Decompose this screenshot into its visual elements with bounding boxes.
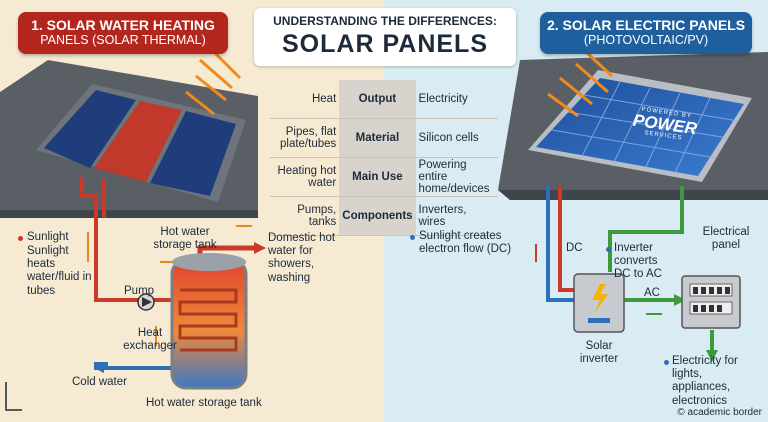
category-cell: Output	[339, 80, 416, 119]
thermal-cell: Heat	[270, 80, 340, 119]
thermal-cell: Heating hot water	[270, 157, 340, 197]
comparison-table: Heat Output Electricity Pipes, flat plat…	[270, 80, 498, 236]
center-title-box: UNDERSTANDING THE DIFFERENCES: SOLAR PAN…	[254, 8, 516, 66]
pv-cell: Silicon cells	[415, 118, 498, 158]
thermal-title-line1: 1. SOLAR WATER HEATING	[31, 17, 215, 33]
pv-title-badge: 2. SOLAR ELECTRIC PANELS (PHOTOVOLTAIC/P…	[540, 12, 752, 54]
pv-cell: Electricity	[415, 80, 498, 119]
solar-inverter	[573, 273, 625, 333]
domestic-water-label: Domestic hot water for showers, washing	[268, 232, 336, 284]
category-cell: Main Use	[339, 157, 416, 197]
center-subtitle: UNDERSTANDING THE DIFFERENCES:	[273, 14, 497, 28]
pv-sunlight-label: Sunlight creates electron flow (DC)	[419, 230, 512, 256]
water-tank	[170, 253, 248, 390]
tank-top-label: Hot water storage tank	[153, 226, 217, 252]
sunlight-bullet-icon	[18, 236, 23, 241]
pv-cell: Inverters, wires	[415, 196, 498, 236]
pv-cell: Powering entire home/devices	[415, 157, 498, 197]
electrical-panel	[681, 275, 741, 329]
thermal-sunlight-desc: Sunlight heats water/fluid in tubes	[27, 245, 92, 297]
thermal-title-badge: 1. SOLAR WATER HEATING PANELS (SOLAR THE…	[18, 12, 228, 54]
electricity-bullet-icon	[664, 360, 669, 365]
footer-credit: © academic border	[677, 407, 762, 418]
cold-water-label: Cold water	[72, 376, 127, 388]
category-cell: Material	[339, 118, 416, 158]
pv-panel	[528, 70, 752, 182]
pv-title-line1: 2. SOLAR ELECTRIC PANELS	[546, 17, 746, 33]
table-row: Heating hot water Main Use Powering enti…	[270, 157, 498, 197]
thermal-cell: Pumps, tanks	[270, 196, 340, 236]
pv-title-line2: (PHOTOVOLTAIC/PV)	[583, 33, 709, 47]
table-row: Pumps, tanks Components Inverters, wires	[270, 196, 498, 236]
heat-exchanger-label: Heat exchanger	[123, 327, 177, 353]
thermal-cell: Pipes, flat plate/tubes	[270, 118, 340, 158]
inverter-bullet-icon	[606, 247, 611, 252]
table-row: Heat Output Electricity	[270, 80, 498, 119]
electricity-label: Electricity for lights, appliances, elec…	[672, 355, 738, 407]
dc-label: DC	[566, 242, 583, 254]
thermal-sunlight-label: Sunlight	[27, 231, 69, 243]
category-cell: Components	[339, 196, 416, 236]
inverter-converts-label: Inverter converts DC to AC	[614, 242, 662, 281]
ac-label: AC	[644, 287, 660, 299]
thermal-sun-rays	[185, 50, 242, 116]
solar-inverter-label: Solar inverter	[579, 340, 619, 366]
pv-sun-rays	[547, 50, 614, 118]
table-row: Pipes, flat plate/tubes Material Silicon…	[270, 118, 498, 158]
pump-label: Pump	[124, 285, 155, 297]
tank-bottom-label: Hot water storage tank	[146, 397, 262, 409]
center-main-title: SOLAR PANELS	[282, 30, 488, 58]
electrical-panel-label: Electrical panel	[702, 226, 750, 252]
thermal-title-line2: PANELS (SOLAR THERMAL)	[40, 33, 206, 47]
pv-sunlight-bullet-icon	[410, 235, 415, 240]
thermal-collector	[36, 84, 246, 202]
